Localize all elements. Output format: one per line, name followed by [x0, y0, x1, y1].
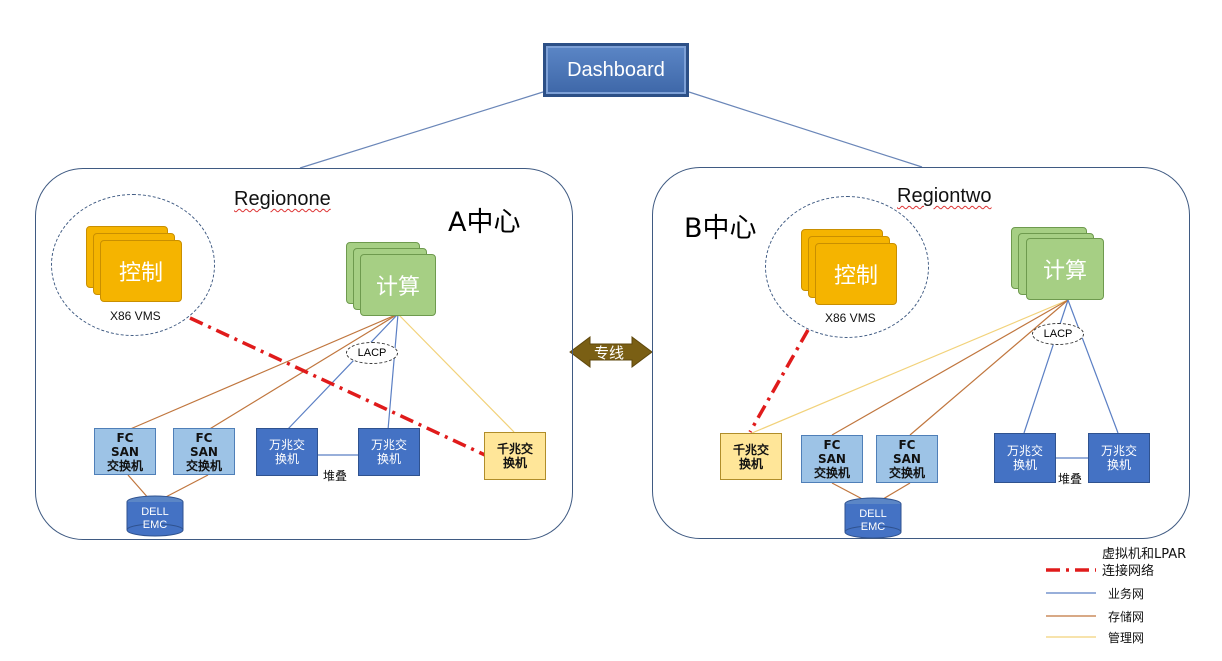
lacp-label: LACP — [1032, 323, 1084, 345]
region-a-box — [35, 168, 573, 540]
compute-node: 计算 — [1026, 238, 1104, 300]
link-label: 专线 — [594, 344, 625, 362]
fc-san-switch: FC SAN 交换机 — [876, 435, 938, 483]
vms-label: X86 VMS — [825, 311, 876, 325]
region-a-title: Regionone — [234, 188, 331, 210]
dashboard-button[interactable]: Dashboard — [543, 43, 689, 97]
control-node: 控制 — [815, 243, 897, 305]
storage-label: DELL EMC — [141, 506, 169, 531]
fc-san-switch: FC SAN 交换机 — [173, 428, 235, 475]
1g-switch: 千兆交 换机 — [484, 432, 546, 480]
10g-switch: 万兆交 换机 — [994, 433, 1056, 483]
compute-node: 计算 — [360, 254, 436, 316]
lacp-label: LACP — [346, 342, 398, 364]
stack-label: 堆叠 — [1058, 472, 1083, 486]
stack-label: 堆叠 — [323, 469, 348, 483]
legend-business: 业务网 — [1108, 587, 1145, 601]
region-a-vms-group — [51, 194, 215, 336]
region-b-center-label: B中心 — [684, 213, 757, 244]
region-a-center-label: A中心 — [448, 207, 521, 238]
10g-switch: 万兆交 换机 — [358, 428, 420, 476]
region-b-box — [652, 167, 1190, 539]
legend-vm-lpar: 虚拟机和LPAR 连接网络 — [1102, 547, 1187, 579]
legend-storage: 存储网 — [1108, 610, 1145, 624]
10g-switch: 万兆交 换机 — [1088, 433, 1150, 483]
region-b-title: Regiontwo — [897, 185, 992, 207]
storage-cylinder-icon — [844, 497, 902, 539]
10g-switch: 万兆交 换机 — [256, 428, 318, 476]
fc-san-switch: FC SAN 交换机 — [801, 435, 863, 483]
legend-management: 管理网 — [1108, 631, 1145, 645]
vms-label: X86 VMS — [110, 309, 161, 323]
control-node: 控制 — [100, 240, 182, 302]
storage-cylinder-icon — [126, 495, 184, 537]
storage-label: DELL EMC — [859, 508, 887, 533]
fc-san-switch: FC SAN 交换机 — [94, 428, 156, 475]
1g-switch: 千兆交 换机 — [720, 433, 782, 480]
region-b-vms-group — [765, 196, 929, 338]
